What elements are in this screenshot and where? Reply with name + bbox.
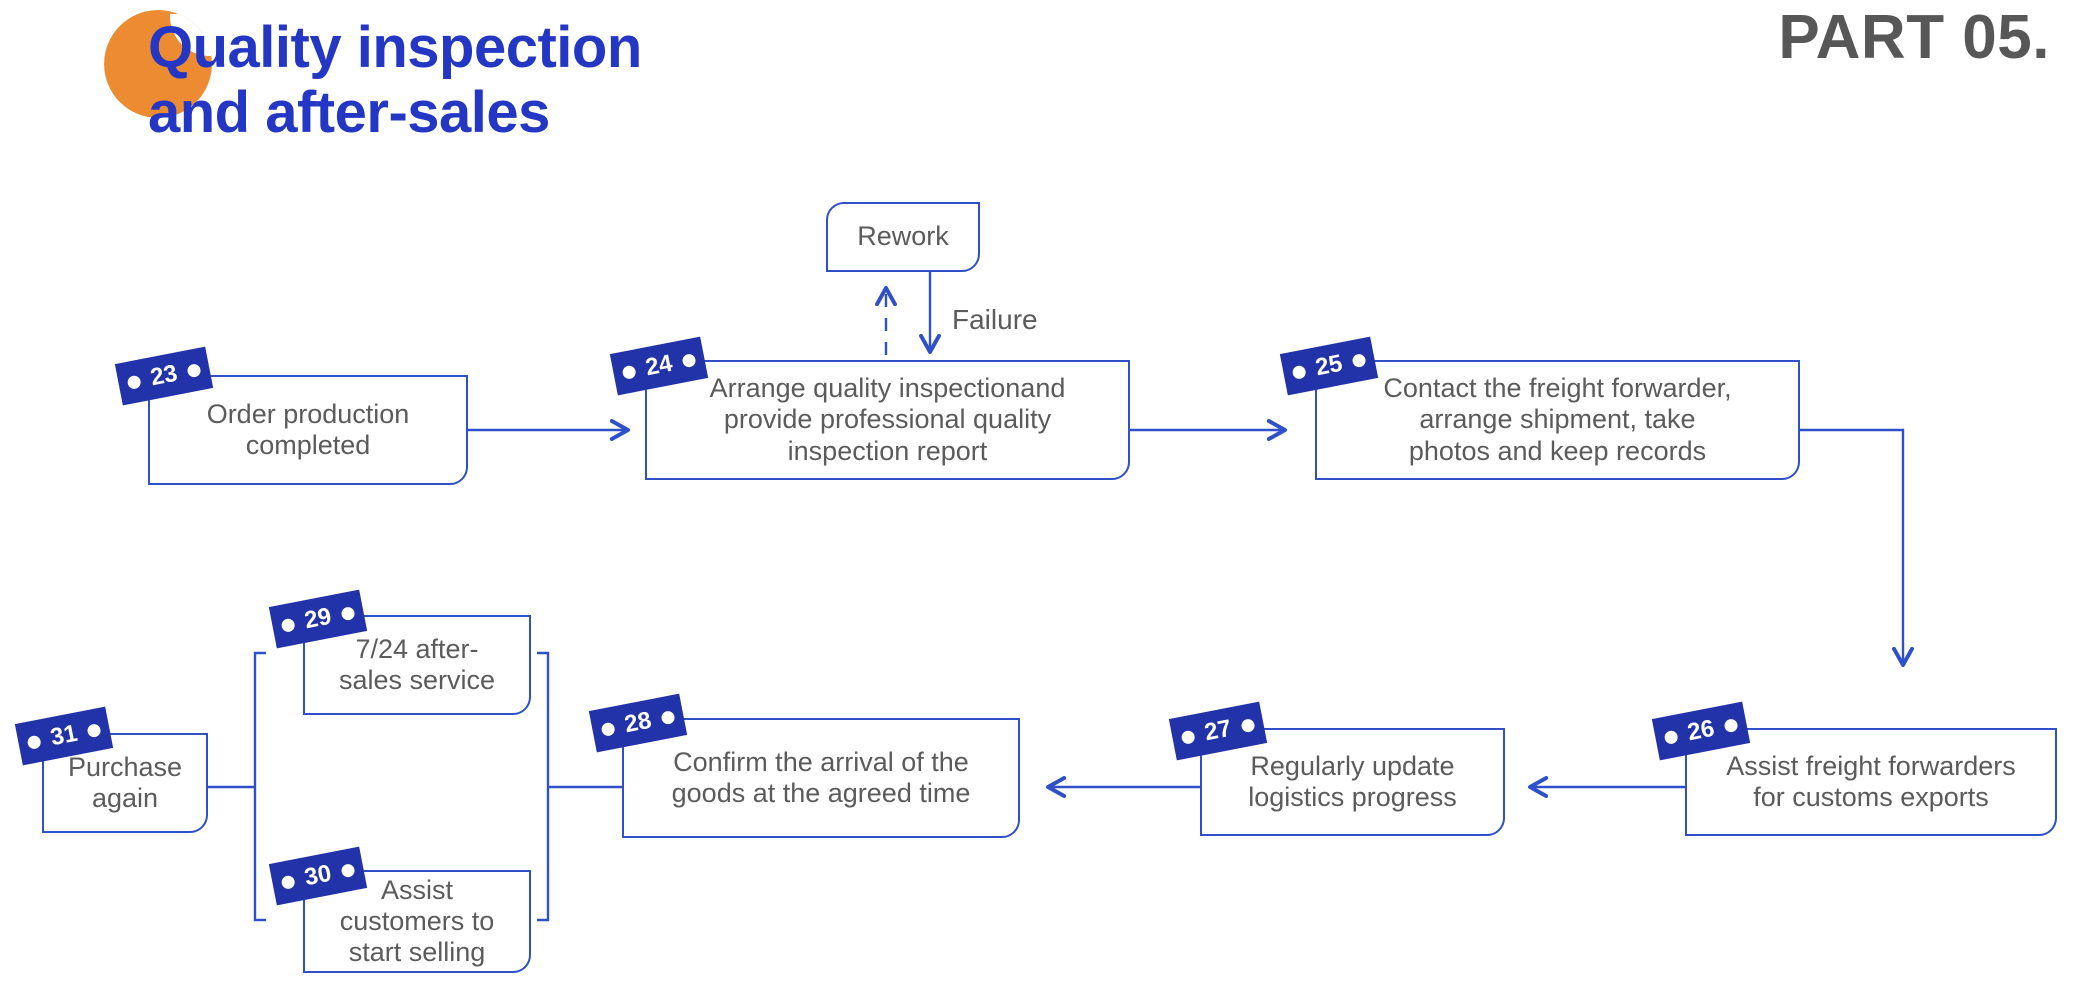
edge-label-failure: Failure xyxy=(952,304,1038,335)
node-30-label: Assist customers to start selling xyxy=(339,874,495,968)
node-25[interactable]: Contact the freight forwarder, arrange s… xyxy=(1315,360,1800,480)
part-number-label: PART 05. xyxy=(1778,3,2050,72)
node-27-label: Regularly update logistics progress xyxy=(1248,750,1457,812)
node-23-label: Order production completed xyxy=(206,398,410,460)
node-29[interactable]: 7/24 after- sales service xyxy=(303,615,531,715)
node-28-label: Confirm the arrival of the goods at the … xyxy=(671,746,971,808)
node-31-label: Purchase again xyxy=(67,751,183,813)
node-26-label: Assist freight forwarders for customs ex… xyxy=(1726,750,2016,812)
node-rework-label: Rework xyxy=(857,221,949,252)
node-25-label: Contact the freight forwarder, arrange s… xyxy=(1383,373,1732,466)
node-29-label: 7/24 after- sales service xyxy=(338,633,496,695)
node-26[interactable]: Assist freight forwarders for customs ex… xyxy=(1685,728,2057,836)
node-24[interactable]: Arrange quality inspectionand provide pr… xyxy=(645,360,1130,480)
node-24-label: Arrange quality inspectionand provide pr… xyxy=(709,373,1066,466)
node-rework[interactable]: Rework xyxy=(826,202,980,272)
page-title: Quality inspection and after-sales xyxy=(148,15,642,145)
node-28[interactable]: Confirm the arrival of the goods at the … xyxy=(622,718,1020,838)
node-23[interactable]: Order production completed xyxy=(148,375,468,485)
